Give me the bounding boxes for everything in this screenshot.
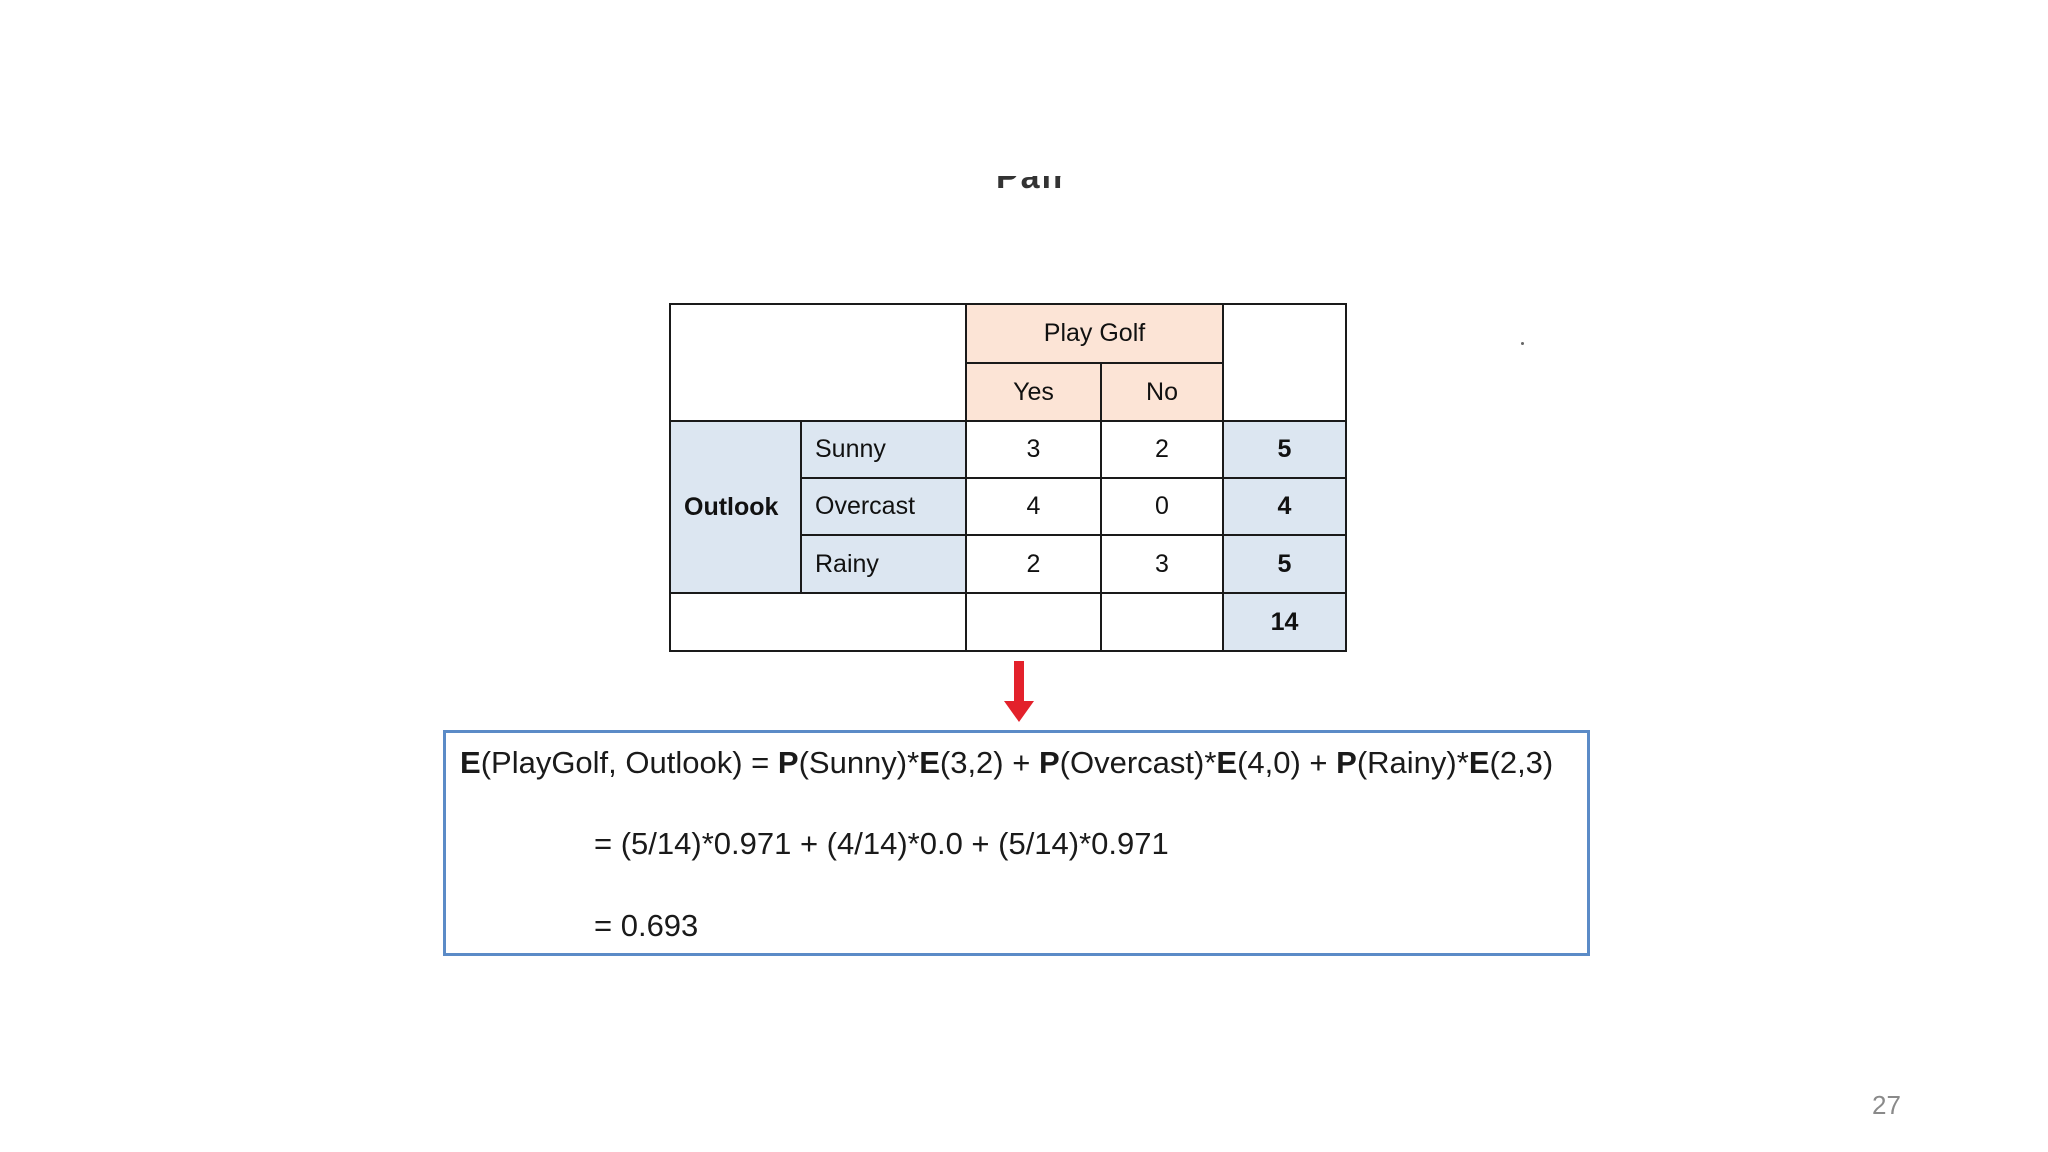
play-golf-header: Play Golf: [965, 303, 1224, 364]
table-row: Rainy 2 3 5: [670, 534, 1347, 594]
cell-overcast-total: 4: [1222, 477, 1347, 536]
formula-line-1: E(PlayGolf, Outlook) = P(Sunny)*E(3,2) +…: [460, 745, 1554, 780]
down-arrow-icon: [1004, 661, 1034, 722]
total-header-cell: [1222, 303, 1347, 422]
row-label-overcast: Overcast: [800, 477, 967, 536]
yes-header: Yes: [965, 362, 1102, 422]
cell-sunny-yes: 3: [965, 420, 1102, 479]
stray-dot: [1521, 342, 1524, 345]
formula-line-3: = 0.693: [594, 908, 699, 943]
total-row-blank-label: [669, 592, 967, 652]
table-header-row: Play Golf: [669, 303, 1347, 422]
row-label-sunny: Sunny: [800, 420, 967, 479]
cell-overcast-no: 0: [1100, 477, 1224, 536]
total-row-blank-yes: [965, 592, 1102, 652]
cell-rainy-total: 5: [1222, 534, 1347, 594]
no-header: No: [1100, 362, 1224, 422]
cell-sunny-no: 2: [1100, 420, 1224, 479]
contingency-table: Play Golf Yes No Outlook Sunny 3 2 5 Ove…: [669, 303, 1347, 652]
cell-rainy-no: 3: [1100, 534, 1224, 594]
cell-rainy-yes: 2: [965, 534, 1102, 594]
cut-off-title: Pair: [996, 176, 1066, 194]
grand-total-cell: 14: [1222, 592, 1347, 652]
row-label-rainy: Rainy: [800, 534, 967, 594]
cell-sunny-total: 5: [1222, 420, 1347, 479]
entropy-formula-box: E(PlayGolf, Outlook) = P(Sunny)*E(3,2) +…: [443, 730, 1590, 956]
formula-line-2: = (5/14)*0.971 + (4/14)*0.0 + (5/14)*0.9…: [594, 826, 1169, 861]
table-total-row: 14: [669, 592, 1347, 652]
cell-overcast-yes: 4: [965, 477, 1102, 536]
table-row: Outlook Sunny 3 2 5: [669, 420, 1347, 594]
table-subheader-row: Yes No: [670, 362, 1346, 422]
table-row: Overcast 4 0 4: [670, 477, 1347, 536]
page-number: 27: [1872, 1090, 1901, 1120]
total-row-blank-no: [1100, 592, 1224, 652]
table-corner-cell: [669, 303, 967, 422]
outlook-label: Outlook: [669, 420, 802, 594]
